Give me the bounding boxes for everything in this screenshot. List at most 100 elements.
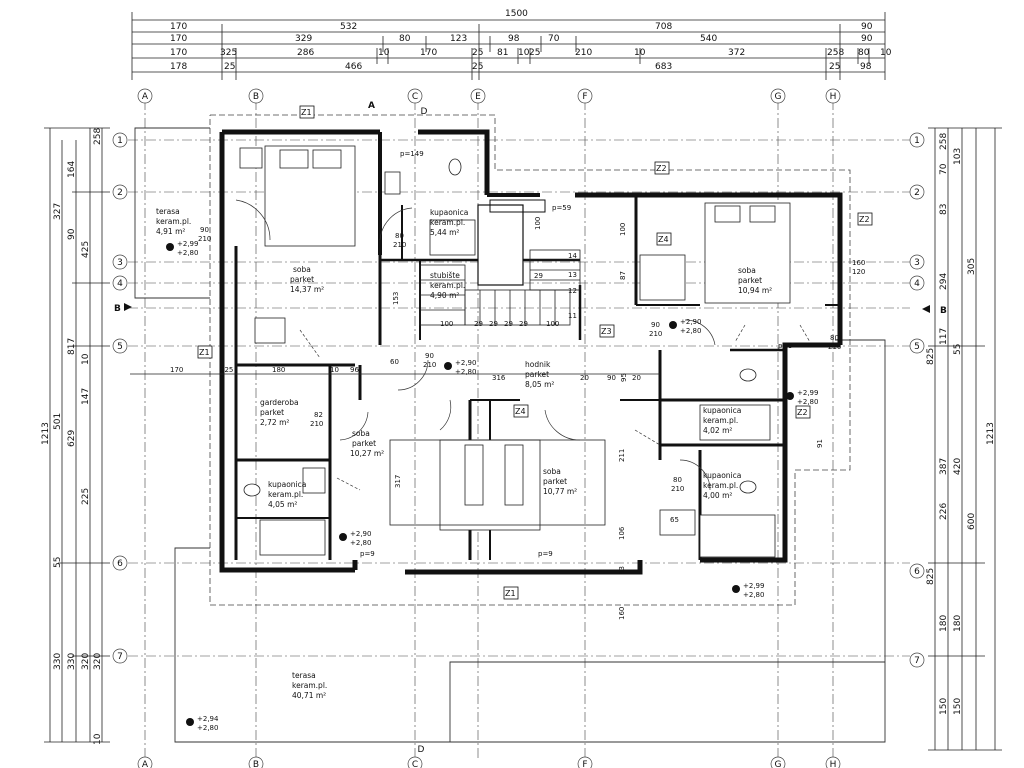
staircase (419, 249, 581, 326)
dim: 178 (170, 62, 187, 72)
dim: 226 (939, 503, 949, 520)
dim: 420 (953, 458, 963, 475)
dim: 98 (508, 34, 520, 44)
door-height: 210 (310, 420, 323, 428)
level-marker-icon (339, 533, 347, 541)
opening-p9: p=9 (360, 550, 375, 558)
door-width: 80 (673, 476, 682, 484)
walls (219, 129, 843, 575)
axis-label-row: 4 (117, 279, 123, 289)
dim: 10 (93, 733, 103, 745)
dim: 96 (350, 366, 359, 374)
dim: 95 (620, 373, 628, 382)
dim: 180 (953, 615, 963, 632)
dim: 10 (634, 48, 646, 58)
stair-step: 29 (474, 320, 483, 328)
tag-label: Z2 (656, 164, 667, 173)
dashed-hints (299, 324, 811, 491)
dim: 80 (858, 48, 870, 58)
axis-label-d: D (421, 107, 428, 117)
axis-label-col: H (830, 92, 837, 102)
dim: 540 (700, 34, 717, 44)
toilet-icon (739, 480, 757, 494)
level-value: +2,90 (680, 318, 701, 326)
dim: 117 (939, 328, 949, 345)
dim: 100 (619, 223, 627, 236)
bed-icon (264, 145, 356, 247)
dim: 425 (81, 241, 91, 258)
level-value: +2,80 (197, 724, 218, 732)
dim: 90 (861, 22, 873, 32)
axis-label-col: B (253, 92, 259, 102)
dim: 60 (390, 358, 399, 366)
room-floor: keram.pl. (703, 481, 738, 490)
room-name: kupaonica (268, 480, 306, 489)
room-name: terasa (156, 207, 180, 216)
dim: 325 (220, 48, 237, 58)
dim: 123 (450, 34, 467, 44)
dim: 83 (939, 204, 949, 215)
door-swings (235, 199, 716, 491)
axis-label-row: 1 (914, 136, 920, 146)
dim: 317 (394, 475, 402, 488)
room-labels: terasa keram.pl. 4,91 m² soba parket 14,… (156, 207, 772, 700)
axis-label-row: 5 (117, 342, 123, 352)
room-area: 2,72 m² (260, 418, 289, 427)
tag-label: Z2 (797, 408, 808, 417)
dim: 90 (67, 228, 77, 240)
dim-outer-height: 1213 (41, 422, 51, 445)
dim: 33 (618, 566, 626, 575)
stair-step: 29 (519, 320, 528, 328)
dim: 294 (939, 273, 949, 290)
dim: 55 (53, 557, 63, 568)
roof-outline (209, 114, 851, 606)
room-name: kupaonica (430, 208, 468, 217)
door-width: 82 (314, 411, 323, 419)
opening-p9: p=9 (778, 342, 793, 350)
dim: 150 (939, 698, 949, 715)
axis-label-d-bottom: D (418, 745, 425, 755)
axis-label-row: 3 (914, 258, 920, 268)
dim: 87 (619, 271, 627, 280)
door-width: 80 (395, 232, 404, 240)
stair-step: 29 (489, 320, 498, 328)
dim: 100 (534, 217, 542, 230)
dim: 825 (926, 348, 936, 365)
dim: 708 (655, 22, 672, 32)
stair-step: 100 (546, 320, 559, 328)
level-markers: +2,99 +2,80 +2,90 +2,80 +2,90 +2,80 +2,9… (166, 240, 818, 732)
room-name: kupaonica (703, 406, 741, 415)
dim: 817 (67, 338, 77, 355)
level-marker-icon (166, 243, 174, 251)
axis-label-col: F (582, 92, 587, 102)
furniture (239, 145, 791, 558)
tag-label: Z1 (505, 589, 516, 598)
dim: 20 (580, 374, 589, 382)
level-value: +2,80 (350, 539, 371, 547)
dim: 81 (497, 48, 508, 58)
level-value: +2,80 (797, 398, 818, 406)
axis-label-col: F (582, 760, 587, 768)
dim: 55 (953, 344, 963, 355)
axis-label-col: C (412, 92, 418, 102)
axis-label-row: 4 (914, 279, 920, 289)
stair-step: 29 (534, 272, 543, 280)
door-labels: 90 210 80 210 90 210 90 210 82 210 80 21… (198, 150, 865, 558)
dim: 180 (939, 615, 949, 632)
left-dimension-chains (44, 127, 110, 743)
dim: 629 (67, 430, 77, 447)
room-area: 4,90 m² (430, 291, 459, 300)
stair-step: 14 (568, 252, 577, 260)
door-width: 80 (830, 334, 839, 342)
section-mark-a: A (368, 101, 375, 111)
door-width: 90 (200, 226, 209, 234)
stair-step: 13 (568, 271, 577, 279)
axis-label-row: 2 (117, 188, 123, 198)
door-height: 210 (649, 330, 662, 338)
dim: 90 (607, 374, 616, 382)
room-floor: keram.pl. (268, 490, 303, 499)
axis-label-col: B (253, 760, 259, 768)
dim: 532 (340, 22, 357, 32)
room-area: 10,27 m² (350, 449, 384, 458)
dim: 25 (829, 62, 840, 72)
